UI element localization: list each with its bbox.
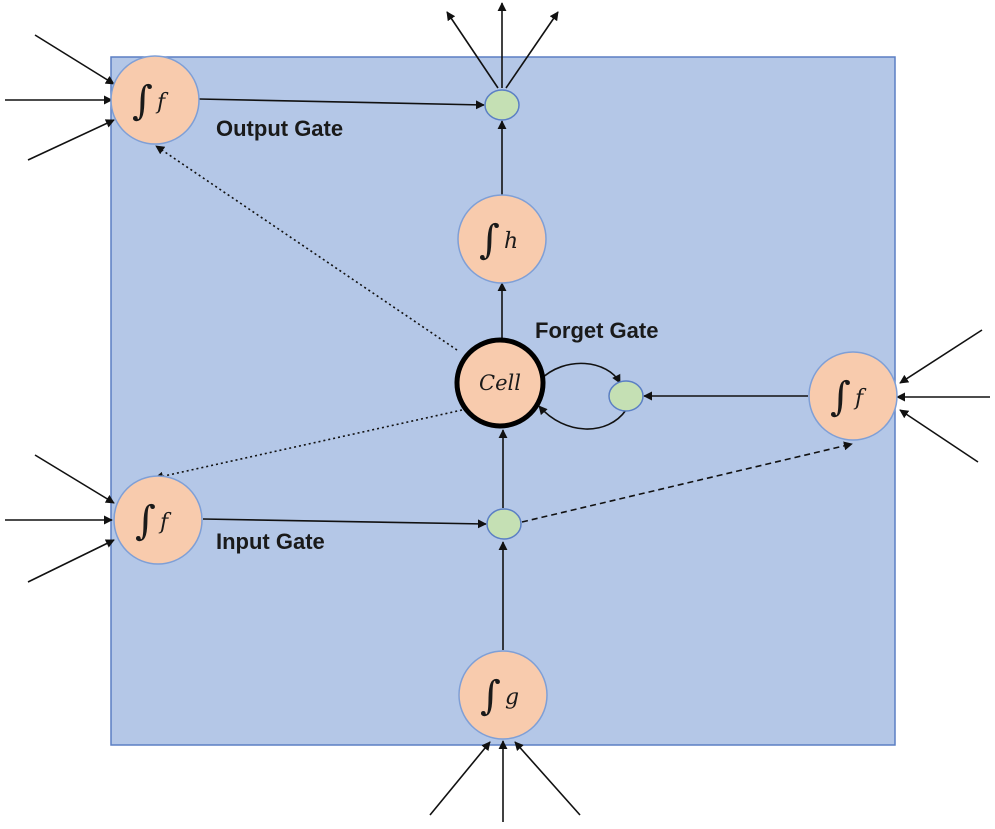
forget-gate-inputs: [896, 329, 990, 463]
cell-label: Cell: [479, 371, 521, 395]
forget-multiplier: [608, 380, 644, 412]
integral-icon: ∫: [132, 78, 153, 124]
integral-icon: ∫: [479, 217, 500, 263]
input-squash-func: g: [505, 685, 519, 710]
internal-connections: [198, 98, 808, 650]
peephole-connections: [154, 145, 853, 523]
input-gate-unit: ∫ f: [113, 475, 203, 565]
cell-unit: Cell: [454, 337, 546, 429]
output-gate-inputs: [5, 34, 115, 161]
input-multiplier: [486, 508, 522, 540]
output-multiplier: [484, 89, 520, 121]
integral-icon: ∫: [135, 498, 156, 544]
integral-icon: ∫: [480, 673, 501, 719]
input-squash-unit: ∫ g: [458, 650, 548, 740]
integral-icon: ∫: [830, 374, 851, 420]
block-output-arrows: [446, 2, 559, 89]
output-squash-func: h: [504, 229, 518, 254]
output-squash-unit: ∫ h: [457, 194, 547, 284]
input-gate-inputs: [5, 454, 115, 583]
forget-gate-unit: ∫ f: [808, 351, 898, 441]
output-gate-unit: ∫ f: [110, 55, 200, 145]
output-gate-label: Output Gate: [216, 116, 343, 141]
cell-input-arrows: [429, 740, 581, 822]
input-gate-label: Input Gate: [216, 529, 325, 554]
forget-gate-label: Forget Gate: [535, 318, 658, 343]
